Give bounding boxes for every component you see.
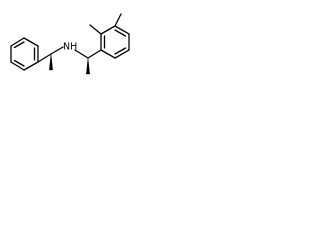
bond <box>100 25 116 35</box>
phenyl-ring-left <box>10 37 39 71</box>
stereo-wedge-bond <box>49 53 53 71</box>
bond <box>114 49 130 59</box>
dimethylphenyl-ring <box>100 25 130 59</box>
aromatic-double-bond <box>13 59 25 67</box>
methyl-bond <box>89 24 102 35</box>
bond <box>23 37 39 47</box>
methyl-bond <box>114 13 122 27</box>
aromatic-double-bond <box>13 41 25 49</box>
bond <box>74 49 89 59</box>
amine-nitrogen-label: NH <box>63 42 77 53</box>
bond <box>10 37 25 47</box>
bond <box>37 53 52 63</box>
bond <box>50 46 64 55</box>
bond <box>114 25 130 35</box>
stereo-wedge-bond <box>86 57 90 75</box>
aromatic-double-bond <box>114 47 127 55</box>
bond <box>23 61 39 71</box>
aromatic-double-bond <box>114 29 127 37</box>
bond <box>10 61 25 71</box>
bond <box>87 49 102 59</box>
bond <box>100 49 116 59</box>
molecule-structure-diagram: NH <box>10 13 130 75</box>
